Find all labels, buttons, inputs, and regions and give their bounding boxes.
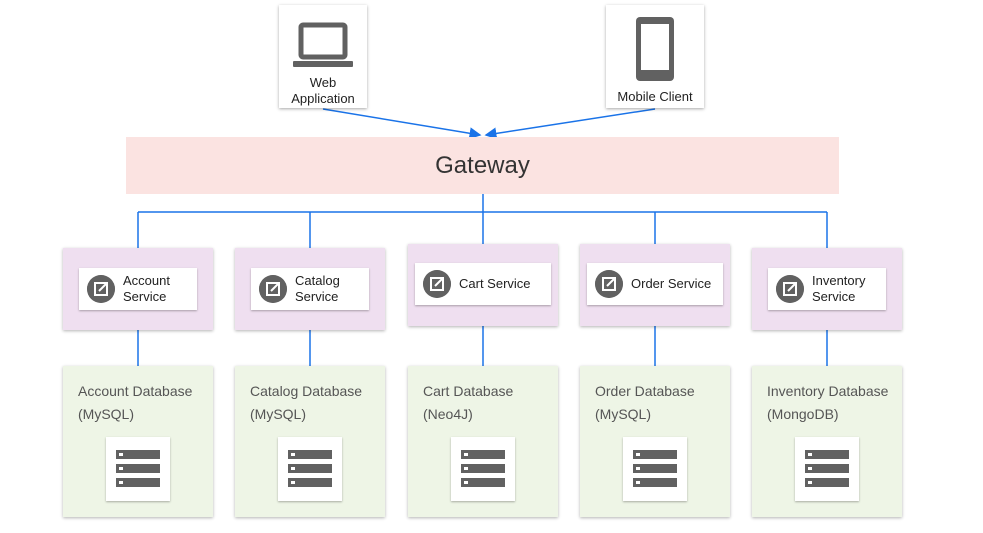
phone-icon bbox=[636, 17, 674, 81]
open-external-icon bbox=[595, 270, 623, 298]
web-application-node: Web Application bbox=[279, 5, 367, 108]
mobile-client-node: Mobile Client bbox=[606, 5, 704, 108]
web-to-gateway-arrow bbox=[322, 108, 482, 140]
gateway-node: Gateway bbox=[126, 137, 839, 194]
database-icon bbox=[795, 437, 859, 501]
inventory-database-node: Inventory Database (MongoDB) bbox=[752, 366, 902, 517]
catalog-service-node: Catalog Service bbox=[235, 248, 385, 330]
account-database-node: Account Database (MySQL) bbox=[63, 366, 213, 517]
inventory-service-label: Inventory Service bbox=[812, 273, 866, 304]
database-icon bbox=[106, 437, 170, 501]
account-service-label: Account Service bbox=[123, 273, 170, 304]
order-database-node: Order Database (MySQL) bbox=[580, 366, 730, 517]
order-database-label: Order Database (MySQL) bbox=[595, 383, 695, 422]
inventory-database-label: Inventory Database (MongoDB) bbox=[767, 383, 889, 422]
catalog-service-label: Catalog Service bbox=[295, 273, 340, 304]
gateway-label: Gateway bbox=[435, 151, 530, 179]
cart-database-label: Cart Database (Neo4J) bbox=[423, 383, 514, 422]
account-service-node: Account Service bbox=[63, 248, 213, 330]
cart-service-node: Cart Service bbox=[408, 244, 558, 326]
database-icon bbox=[278, 437, 342, 501]
cart-database-node: Cart Database (Neo4J) bbox=[408, 366, 558, 517]
database-icon bbox=[451, 437, 515, 501]
inventory-service-node: Inventory Service bbox=[752, 248, 902, 330]
open-external-icon bbox=[87, 275, 115, 303]
catalog-database-node: Catalog Database (MySQL) bbox=[235, 366, 385, 517]
mobile-client-label: Mobile Client bbox=[617, 89, 693, 104]
account-database-label: Account Database (MySQL) bbox=[78, 383, 193, 422]
web-application-label: Web Application bbox=[291, 75, 355, 106]
cart-service-label: Cart Service bbox=[459, 276, 531, 291]
order-service-label: Order Service bbox=[631, 276, 712, 291]
open-external-icon bbox=[776, 275, 804, 303]
mobile-to-gateway-arrow bbox=[484, 108, 656, 140]
database-icon bbox=[623, 437, 687, 501]
laptop-icon bbox=[293, 22, 353, 67]
catalog-database-label: Catalog Database (MySQL) bbox=[250, 383, 363, 422]
open-external-icon bbox=[423, 270, 451, 298]
open-external-icon bbox=[259, 275, 287, 303]
order-service-node: Order Service bbox=[580, 244, 730, 326]
